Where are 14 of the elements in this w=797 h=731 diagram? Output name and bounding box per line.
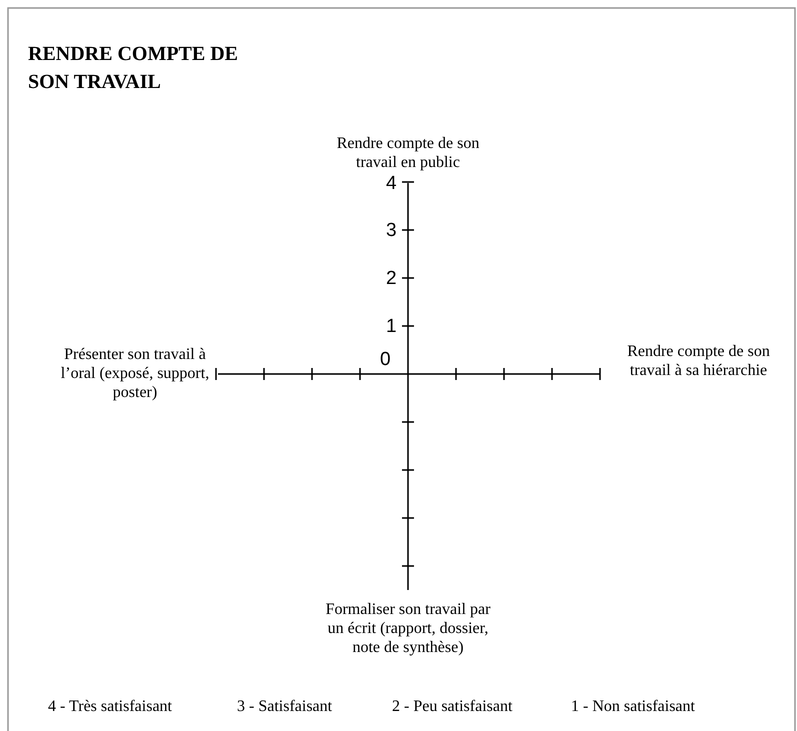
tick-number: 4 xyxy=(386,174,398,194)
axis-label: Formaliser son travail par un écrit (rapport, dossier, note de synthèse) xyxy=(324,600,492,657)
tick-number: 0 xyxy=(380,350,392,370)
scale-note: 4 - Très satisfaisant xyxy=(48,697,173,716)
axis-label: Présenter son travail à l’oral (exposé, support, poster) xyxy=(60,345,210,402)
axis-label: Rendre compte de son travail à sa hiérarchie xyxy=(626,342,771,380)
scale-note: 1 - Non satisfaisant xyxy=(571,697,696,716)
title: RENDRE COMPTE DE SON TRAVAIL xyxy=(28,42,240,95)
scale-note: 3 - Satisfaisant xyxy=(237,697,334,716)
scale-note: 2 - Peu satisfaisant xyxy=(392,697,514,716)
tick-number: 1 xyxy=(386,317,398,337)
tick-number: 3 xyxy=(386,221,398,241)
axis-label: Rendre compte de son travail en public xyxy=(336,134,480,172)
tick-number: 2 xyxy=(386,269,398,289)
